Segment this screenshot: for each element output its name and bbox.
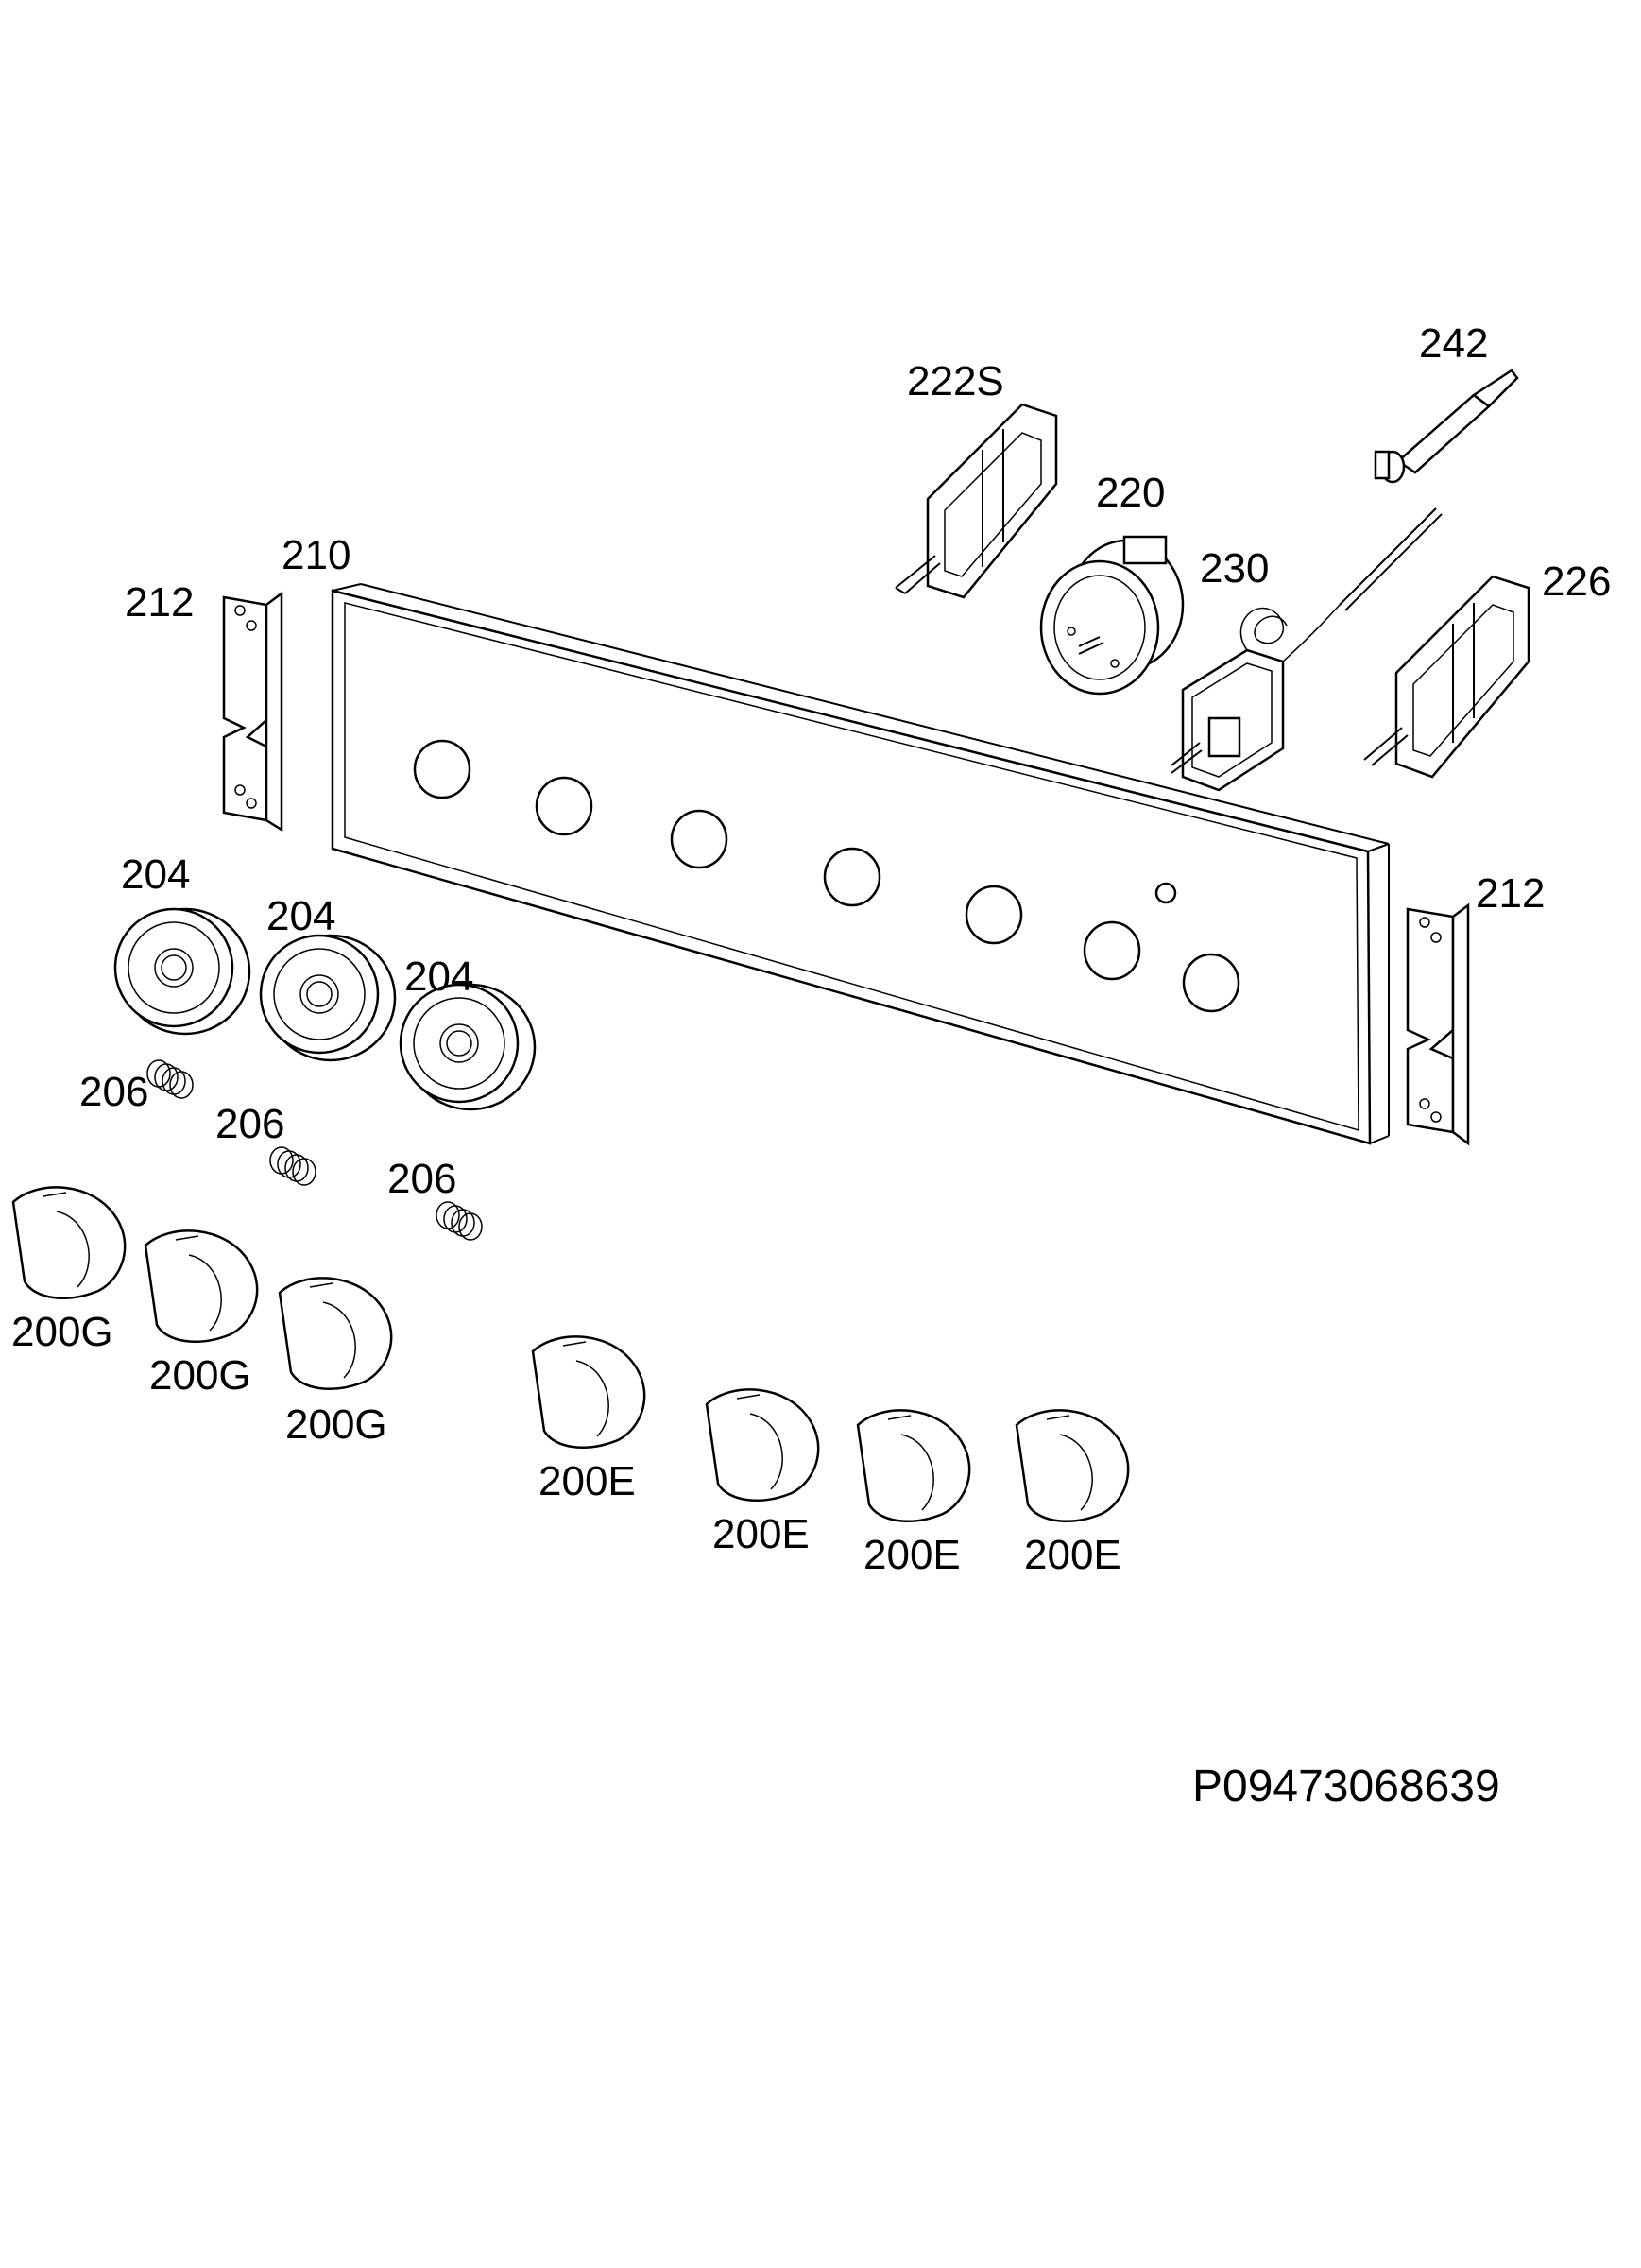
part-label-230: 230 — [1200, 545, 1269, 592]
control-panel-210 — [331, 583, 1390, 1145]
part-label-222s: 222S — [907, 358, 1004, 404]
part-label-200e-b: 200E — [712, 1511, 810, 1557]
knob-200g-a — [11, 1186, 127, 1299]
thermostat-230 — [1171, 507, 1443, 792]
spring-206-c — [436, 1201, 483, 1241]
part-label-204-b: 204 — [266, 893, 335, 939]
spring-206-a — [146, 1059, 194, 1099]
knob-200g-c — [278, 1277, 393, 1390]
part-label-200g-b: 200G — [149, 1352, 251, 1399]
part-label-212-left: 212 — [125, 579, 194, 626]
knob-200e-a — [531, 1335, 646, 1449]
bracket-212-left — [222, 591, 283, 833]
part-label-206-a: 206 — [79, 1069, 148, 1115]
switch-226 — [1363, 575, 1530, 779]
knob-200e-c — [856, 1409, 971, 1522]
knob-200e-d — [1015, 1409, 1130, 1522]
part-label-212-right: 212 — [1476, 870, 1545, 917]
part-label-200e-c: 200E — [863, 1532, 961, 1578]
part-label-200e-d: 200E — [1024, 1532, 1121, 1578]
part-label-226: 226 — [1542, 558, 1611, 605]
part-label-200g-a: 200G — [11, 1309, 113, 1355]
timer-220 — [1039, 535, 1185, 696]
knob-200g-b — [144, 1229, 259, 1343]
knob-200e-b — [705, 1388, 820, 1502]
document-code: P09473068639 — [1192, 1761, 1500, 1812]
bezel-ring-204-c — [399, 983, 537, 1111]
part-label-206-b: 206 — [215, 1101, 284, 1147]
part-label-220: 220 — [1096, 470, 1165, 516]
part-label-210: 210 — [282, 532, 350, 578]
part-label-200g-c: 200G — [285, 1401, 387, 1448]
part-label-206-c: 206 — [387, 1156, 456, 1202]
part-label-204-c: 204 — [404, 954, 473, 1000]
bezel-ring-204-b — [259, 934, 397, 1062]
switch-222s — [895, 403, 1058, 599]
lamp-242 — [1374, 369, 1519, 484]
spring-206-b — [269, 1146, 316, 1186]
part-label-242: 242 — [1419, 320, 1488, 367]
part-label-204-a: 204 — [121, 851, 190, 898]
part-label-200e-a: 200E — [538, 1458, 636, 1504]
bezel-ring-204-a — [113, 907, 251, 1036]
bracket-212-right — [1406, 902, 1470, 1146]
